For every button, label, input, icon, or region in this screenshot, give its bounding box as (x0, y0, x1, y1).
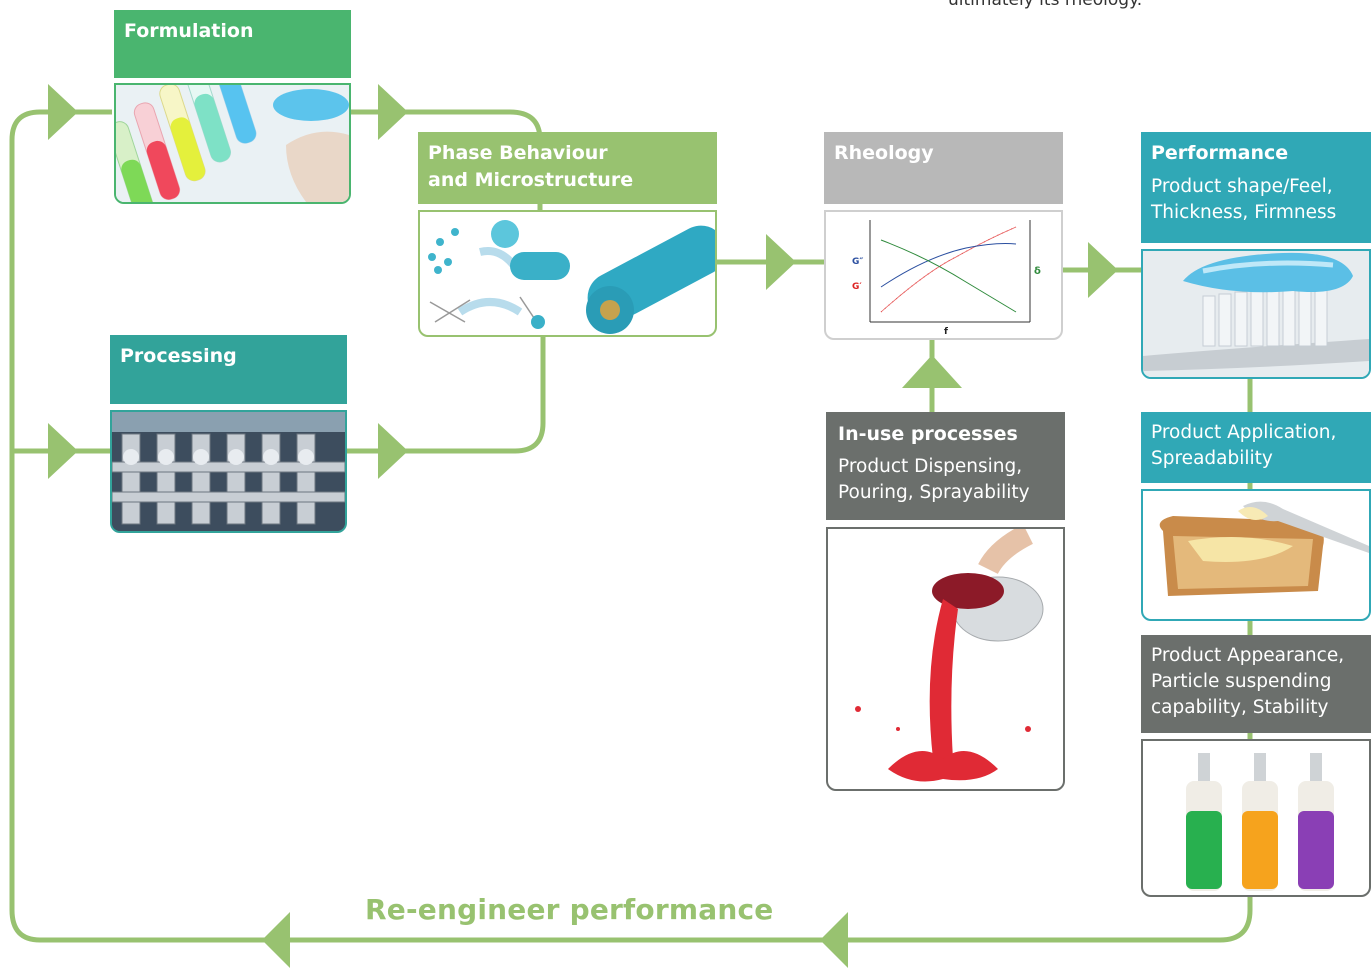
industrial-pipes-icon (112, 412, 345, 531)
processing-to-phase-line (346, 336, 546, 454)
phase-title-line2: and Microstructure (428, 169, 634, 191)
application-header: Product Application, Spreadability (1141, 412, 1371, 483)
rheology-curve-chart: G″ G′ δ f (852, 220, 1041, 337)
application-line2: Spreadability (1151, 448, 1273, 469)
performance-header: Performance Product shape/Feel, Thicknes… (1141, 132, 1371, 243)
inuse-title: In-use processes (838, 423, 1018, 445)
formulation-image (114, 83, 351, 204)
test-tubes-icon (116, 85, 349, 202)
feedback-loop-line (9, 109, 1253, 943)
application-line1: Product Application, (1151, 422, 1337, 443)
processing-header: Processing (110, 335, 347, 404)
g-prime-label: G′ (852, 282, 862, 292)
arrow-right-icon (48, 84, 78, 140)
performance-line1: Product shape/Feel, (1151, 176, 1333, 197)
delta-curve (880, 239, 1017, 313)
inuse-image (826, 527, 1065, 791)
arrow-left-icon (262, 912, 290, 968)
arrow-right-icon (378, 423, 408, 479)
appearance-line1: Product Appearance, (1151, 645, 1345, 666)
performance-title: Performance (1151, 142, 1289, 164)
micelle-structure-icon (428, 220, 715, 334)
processing-image (110, 410, 347, 533)
buttered-toast-icon (1159, 501, 1369, 596)
formulation-title: Formulation (124, 20, 254, 42)
formulation-header: Formulation (114, 10, 351, 78)
frequency-label: f (944, 327, 948, 337)
reengineer-label: Re-engineer performance (365, 893, 774, 926)
appearance-image (1141, 739, 1371, 897)
paint-pouring-icon (855, 529, 1044, 782)
rheology-title: Rheology (834, 142, 934, 164)
phase-title-line1: Phase Behaviour (428, 142, 608, 164)
arrow-right-icon (48, 423, 78, 479)
performance-image (1141, 249, 1371, 379)
delta-label: δ (1034, 266, 1041, 277)
application-image (1141, 489, 1371, 621)
phase-header: Phase Behaviour and Microstructure (418, 132, 717, 204)
arrow-right-icon (1088, 242, 1118, 298)
g-double-prime-curve (880, 243, 1017, 288)
inuse-line2: Pouring, Sprayability (838, 482, 1030, 503)
inuse-line1: Product Dispensing, (838, 456, 1023, 477)
arrow-left-icon (820, 912, 848, 968)
spray-bottles-icon (1186, 753, 1334, 891)
rheology-plot: G″ G′ δ f (824, 210, 1063, 340)
processing-title: Processing (120, 345, 237, 367)
appearance-header: Product Appearance, Particle suspending … (1141, 635, 1371, 733)
inuse-header: In-use processes Product Dispensing, Pou… (826, 412, 1065, 520)
appearance-line2: Particle suspending (1151, 671, 1332, 692)
phase-image (418, 210, 717, 337)
g-double-prime-label: G″ (852, 257, 863, 267)
rheology-header: Rheology (824, 132, 1063, 204)
g-prime-curve (880, 226, 1017, 313)
appearance-line3: capability, Stability (1151, 697, 1329, 718)
top-note: ultimately its rheology. (948, 0, 1143, 10)
arrow-right-icon (378, 84, 408, 140)
toothbrush-icon (1143, 251, 1369, 377)
arrow-up-icon (902, 355, 962, 388)
arrow-right-icon (766, 234, 796, 290)
performance-line2: Thickness, Firmness (1151, 202, 1337, 223)
